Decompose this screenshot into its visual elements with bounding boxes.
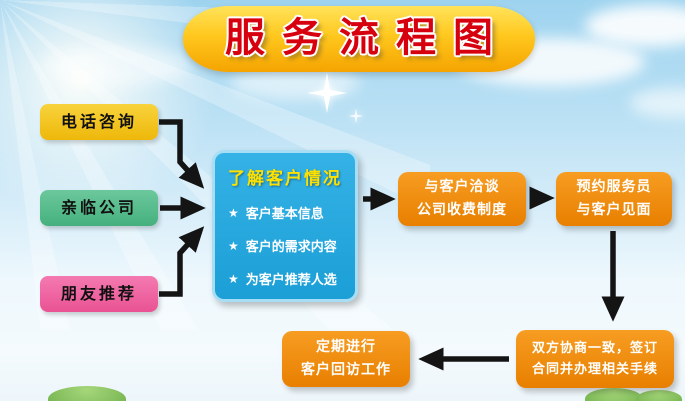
cloud-icon [40,46,190,86]
step-line: 与客户见面 [576,202,652,218]
step-line: 客户回访工作 [301,362,391,378]
bush-icon [48,386,126,401]
source-box-phone: 电话咨询 [40,104,158,140]
bullet-text: 客户基本信息 [245,207,324,222]
sparkle-icon [348,108,364,124]
sparkle-star-shape [307,73,347,113]
title-banner: 服务流程图 [183,6,535,72]
star-icon: ★ [228,205,239,220]
source-box-referral: 朋友推荐 [40,276,158,312]
step-line: 双方协商一致，签订 [531,340,658,356]
bullet-item: ★ 客户的需求内容 [228,236,355,256]
step-line: 预约服务员 [576,178,652,195]
page-title: 服务流程图 [225,15,510,61]
bullet-text: 客户的需求内容 [245,240,337,255]
bullet-item: ★ 为客户推荐人选 [228,269,355,289]
source-box-visit: 亲临公司 [40,190,158,226]
step-line: 与客户洽谈 [424,178,500,195]
cloud-icon [630,88,685,118]
bush-icon [636,390,682,401]
center-box-customer-profile: 了解客户情况 ★ 客户基本信息 ★ 客户的需求内容 ★ 为客户推荐人选 [212,150,358,302]
step-box-negotiate-fees: 与客户洽谈 公司收费制度 [398,172,526,226]
step-line: 公司收费制度 [417,202,507,218]
star-icon: ★ [228,271,239,286]
step-box-sign-contract: 双方协商一致，签订 合同并办理相关手续 [516,330,674,388]
bush-icon [585,388,643,401]
center-box-title: 了解客户情况 [228,169,342,189]
sparkle-icon [307,73,347,113]
bullet-item: ★ 客户基本信息 [228,203,355,223]
bullet-text: 为客户推荐人选 [245,273,337,288]
step-box-schedule-meeting: 预约服务员 与客户见面 [556,172,672,226]
step-line: 定期进行 [316,338,376,355]
step-box-follow-up: 定期进行 客户回访工作 [282,331,410,387]
star-icon: ★ [228,238,239,253]
step-line: 合同并办理相关手续 [531,362,658,377]
cloud-icon [585,5,685,47]
sparkle-star-shape [348,108,364,124]
